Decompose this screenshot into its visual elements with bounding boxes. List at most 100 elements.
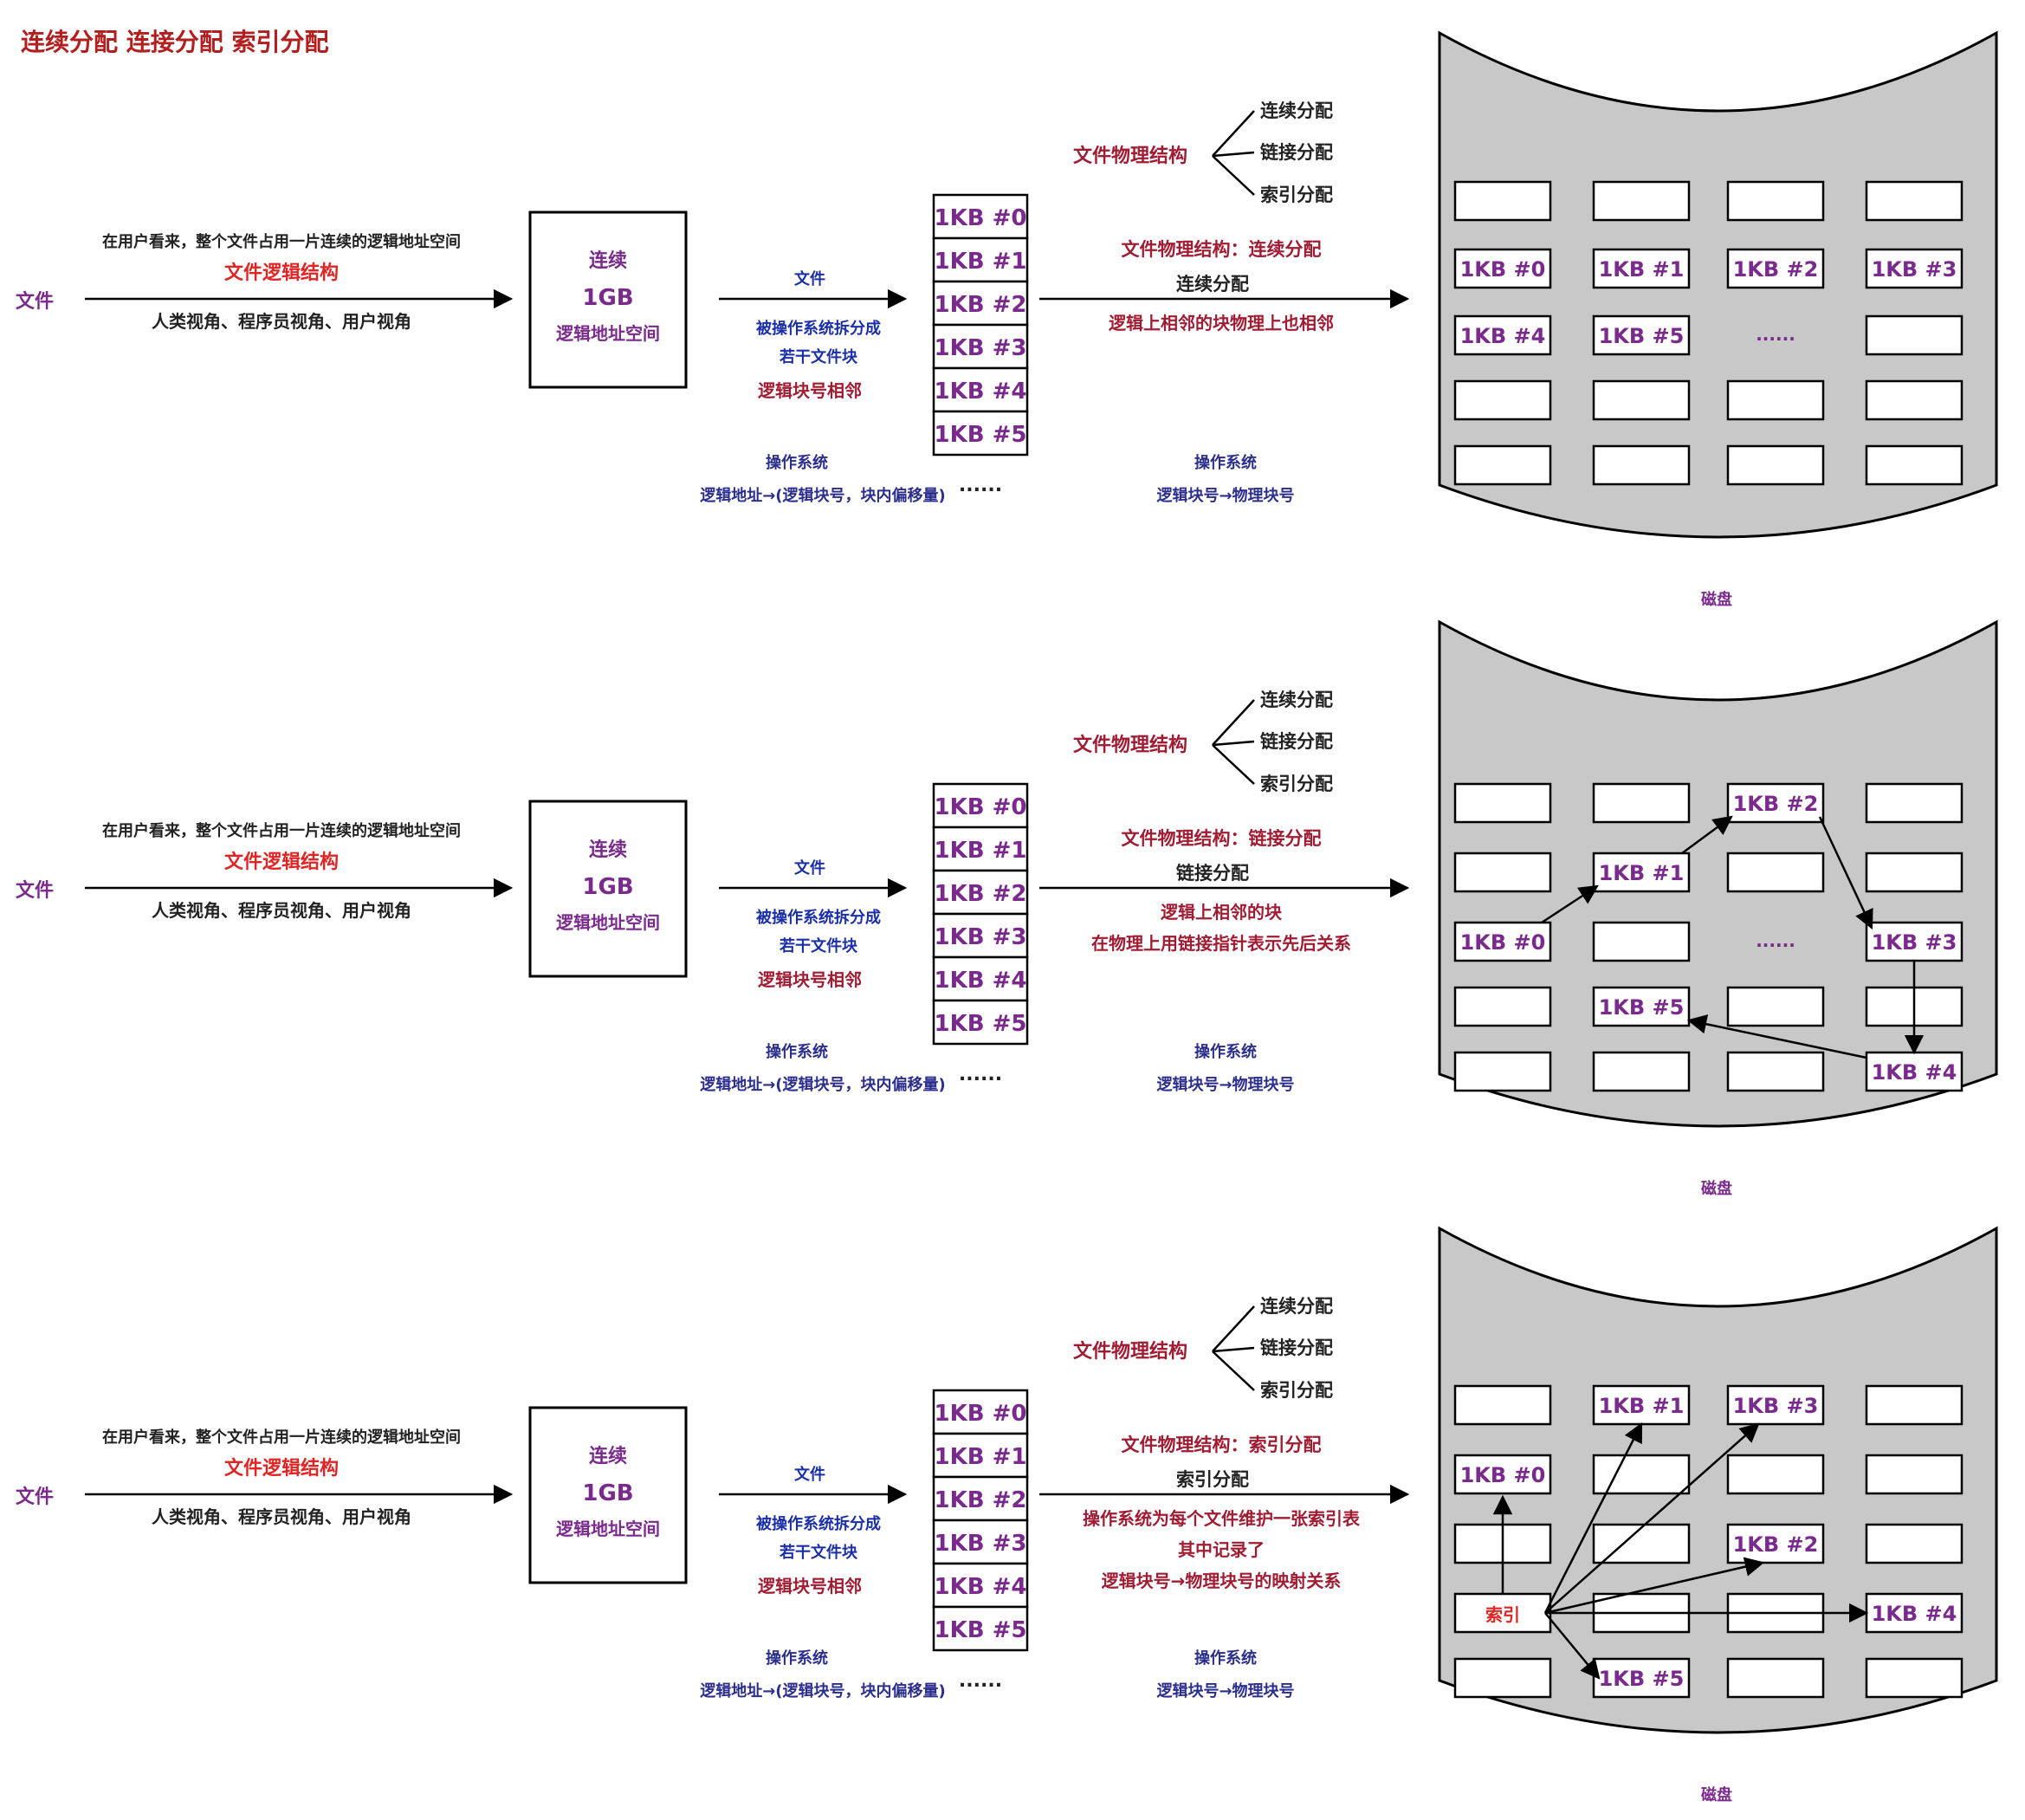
disk-block (1453, 379, 1552, 421)
link-pointer (1681, 815, 1733, 855)
description-line: 在物理上用链接指针表示先后关系 (1091, 933, 1351, 954)
disk-block-label: 1KB #5 (1599, 995, 1685, 1020)
adjacent-label: 逻辑块号相邻 (758, 1576, 862, 1597)
description-line: 操作系统为每个文件维护一张索引表 (1083, 1508, 1361, 1529)
disk-cylinder (1438, 619, 1998, 1128)
file-label: 文件 (16, 1486, 54, 1508)
split-file-label: 文件 (794, 1465, 825, 1484)
disk-block (1865, 1592, 1964, 1634)
logical-block-label: 1KB #4 (935, 968, 1027, 994)
user-view-text: 在用户看来，整个文件占用一片连续的逻辑地址空间 (102, 1428, 461, 1447)
index-pointer (1543, 1422, 1643, 1614)
disk-block (1453, 852, 1552, 893)
branch-2: 索引分配 (1260, 185, 1333, 205)
disk-block (1865, 1384, 1964, 1426)
blocks-more: ...... (959, 1670, 1002, 1692)
address-space-label: 逻辑地址空间 (556, 323, 660, 344)
split-text-2: 若干文件块 (779, 936, 858, 955)
disk-block (1592, 379, 1691, 421)
disk-block-label: 1KB #0 (1460, 930, 1546, 955)
index-pointer (1544, 1612, 1601, 1680)
os-label: 操作系统 (1194, 1648, 1257, 1668)
disk-block (1453, 921, 1552, 962)
disk-block (1592, 852, 1691, 893)
disk-block (1865, 1454, 1964, 1495)
views-text: 人类视角、程序员视角、用户视角 (152, 900, 411, 921)
os-label: 操作系统 (766, 1648, 828, 1668)
logical-block (932, 1519, 1029, 1565)
disk-block (1726, 1454, 1825, 1495)
os-label: 操作系统 (1194, 1042, 1257, 1061)
split-text-2: 若干文件块 (779, 347, 858, 366)
split-text-2: 若干文件块 (779, 1543, 858, 1562)
logical-block-label: 1KB #2 (935, 1487, 1027, 1513)
blocks-more: ...... (959, 1064, 1002, 1085)
section-indexed: 文件在用户看来，整个文件占用一片连续的逻辑地址空间文件逻辑结构人类视角、程序员视… (16, 1226, 1998, 1804)
disk-label: 磁盘 (1701, 1179, 1732, 1198)
disk-block (1865, 1051, 1964, 1092)
disk-block (1453, 314, 1552, 356)
views-text: 人类视角、程序员视角、用户视角 (152, 311, 411, 332)
disk-block (1865, 444, 1964, 486)
link-pointer (1686, 1014, 1867, 1059)
physical-heading: 文件物理结构：索引分配 (1122, 1435, 1322, 1455)
index-pointer (1544, 1557, 1765, 1615)
disk-block (1726, 1384, 1825, 1426)
split-text-1: 被操作系统拆分成 (756, 1514, 881, 1533)
branch-line (1212, 155, 1255, 196)
disk-block (1726, 852, 1825, 893)
branch-0: 连续分配 (1260, 690, 1333, 710)
split-text-1: 被操作系统拆分成 (756, 908, 881, 927)
disk-block (1453, 444, 1552, 486)
logical-structure-label: 文件逻辑结构 (224, 851, 339, 873)
disk-block-label: 1KB #3 (1733, 1394, 1819, 1418)
logical-block-label: 1KB #4 (935, 379, 1027, 405)
disk-block (1726, 1051, 1825, 1092)
branch-2: 索引分配 (1260, 774, 1333, 794)
logical-block (932, 1562, 1029, 1609)
disk-block (1726, 248, 1825, 289)
disk-block (1453, 1051, 1552, 1092)
disk-block-label: 1KB #1 (1599, 861, 1685, 885)
logical-block-label: 1KB #3 (935, 335, 1027, 361)
disk-block-label: 1KB #4 (1460, 324, 1546, 348)
logical-block (932, 1432, 1029, 1479)
disk-block-label: 1KB #1 (1599, 257, 1685, 282)
logical-block (932, 999, 1029, 1046)
disk-block (1726, 782, 1825, 824)
branch-line (1212, 1346, 1255, 1353)
disk-block (1592, 444, 1691, 486)
blocks-more: ...... (959, 475, 1002, 496)
disk-block (1592, 314, 1691, 356)
disk-block (1453, 986, 1552, 1027)
logical-block-label: 1KB #3 (935, 1531, 1027, 1557)
logical-block (932, 410, 1029, 457)
index-pointer (1544, 1422, 1760, 1614)
file-label: 文件 (16, 290, 54, 313)
branch-0: 连续分配 (1260, 100, 1333, 121)
user-view-text: 在用户看来，整个文件占用一片连续的逻辑地址空间 (102, 821, 461, 840)
disk-label: 磁盘 (1701, 590, 1732, 609)
description-line: 逻辑块号→物理块号的映射关系 (1102, 1571, 1342, 1591)
logical-block-label: 1KB #1 (935, 1444, 1027, 1470)
file-label: 文件 (16, 879, 54, 902)
logical-block-label: 1KB #0 (935, 205, 1027, 231)
os-label: 操作系统 (766, 453, 828, 472)
logical-block-label: 1KB #1 (935, 838, 1027, 864)
disk-block-label: 1KB #2 (1733, 257, 1819, 282)
disk-block (1865, 379, 1964, 421)
logical-block (932, 280, 1029, 327)
branch-line (1212, 744, 1255, 785)
disk-block (1726, 379, 1825, 421)
logical-block-label: 1KB #0 (935, 794, 1027, 820)
views-text: 人类视角、程序员视角、用户视角 (152, 1506, 411, 1527)
logical-block-label: 1KB #5 (935, 422, 1027, 448)
address-space-title: 连续 (589, 249, 627, 272)
logical-address-mapping: 逻辑地址→(逻辑块号，块内偏移量) (700, 1681, 946, 1700)
disk-block (1592, 921, 1691, 962)
branch-line (1212, 1305, 1255, 1352)
disk-block (1592, 180, 1691, 222)
logical-block-label: 1KB #5 (935, 1617, 1027, 1643)
